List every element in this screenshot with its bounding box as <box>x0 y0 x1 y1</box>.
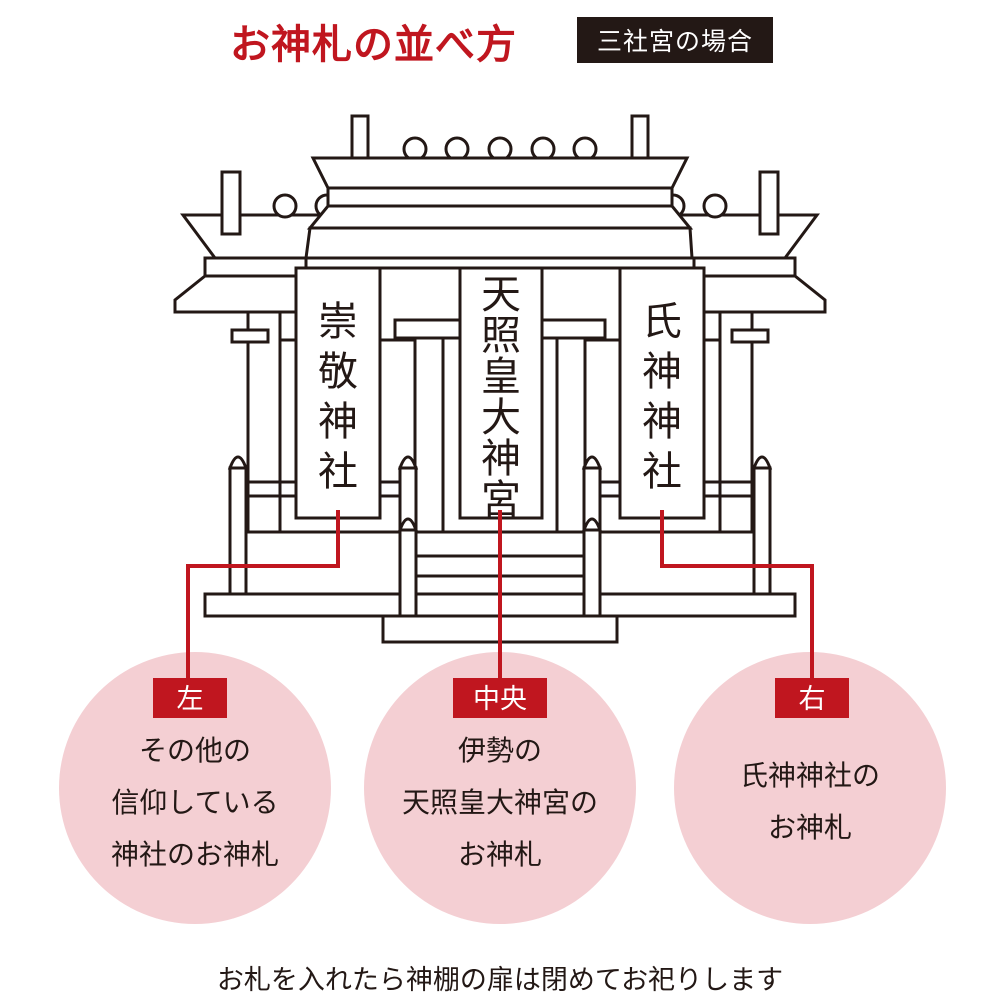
shrine-type-badge: 三社宮の場合 <box>577 17 773 63</box>
left-plaque-char: 崇 <box>318 299 358 345</box>
left-description-line: 信仰している <box>111 786 278 819</box>
right-plaque-char: 神 <box>642 399 682 445</box>
page-title: お神札の並べ方 <box>230 21 517 68</box>
center-position-tag: 中央 <box>473 684 527 715</box>
left-plaque-char: 神 <box>318 399 358 445</box>
center-plaque-char: 照 <box>481 313 521 359</box>
center-plaque-char: 神 <box>481 436 521 482</box>
center-position-circle <box>364 652 636 924</box>
left-plaque-char: 敬 <box>318 349 358 395</box>
right-position-tag: 右 <box>799 684 826 715</box>
right-ofuda-plaque: 氏神神社 <box>618 266 706 520</box>
right-position-circle <box>674 652 946 924</box>
right-plaque-char: 氏 <box>642 299 682 345</box>
center-plaque-char: 大 <box>481 395 521 441</box>
center-description-line: 天照皇大神宮の <box>402 786 598 819</box>
left-position-circle <box>59 652 331 924</box>
right-description-line: 氏神神社の <box>740 759 880 792</box>
right-plaque-char: 神 <box>642 349 682 395</box>
connector-lines <box>186 510 814 680</box>
railing-posts <box>227 455 773 618</box>
center-description-line: お神札 <box>458 838 542 871</box>
right-plaque-char: 社 <box>642 449 682 495</box>
center-plaque-char: 皇 <box>481 354 521 400</box>
left-plaque-char: 社 <box>318 449 358 495</box>
center-ofuda-plaque: 天照皇大神宮 <box>458 266 544 523</box>
footer-note: お札を入れたら神棚の扉は閉めてお祀りします <box>216 965 784 996</box>
left-position-tag: 左 <box>177 684 204 715</box>
right-description-line: お神札 <box>768 811 852 844</box>
left-description-line: その他の <box>139 734 251 767</box>
center-description-line: 伊勢の <box>458 734 542 767</box>
center-roof <box>304 114 696 270</box>
left-description-line: 神社のお神札 <box>111 838 279 871</box>
center-plaque-char: 天 <box>481 272 521 318</box>
